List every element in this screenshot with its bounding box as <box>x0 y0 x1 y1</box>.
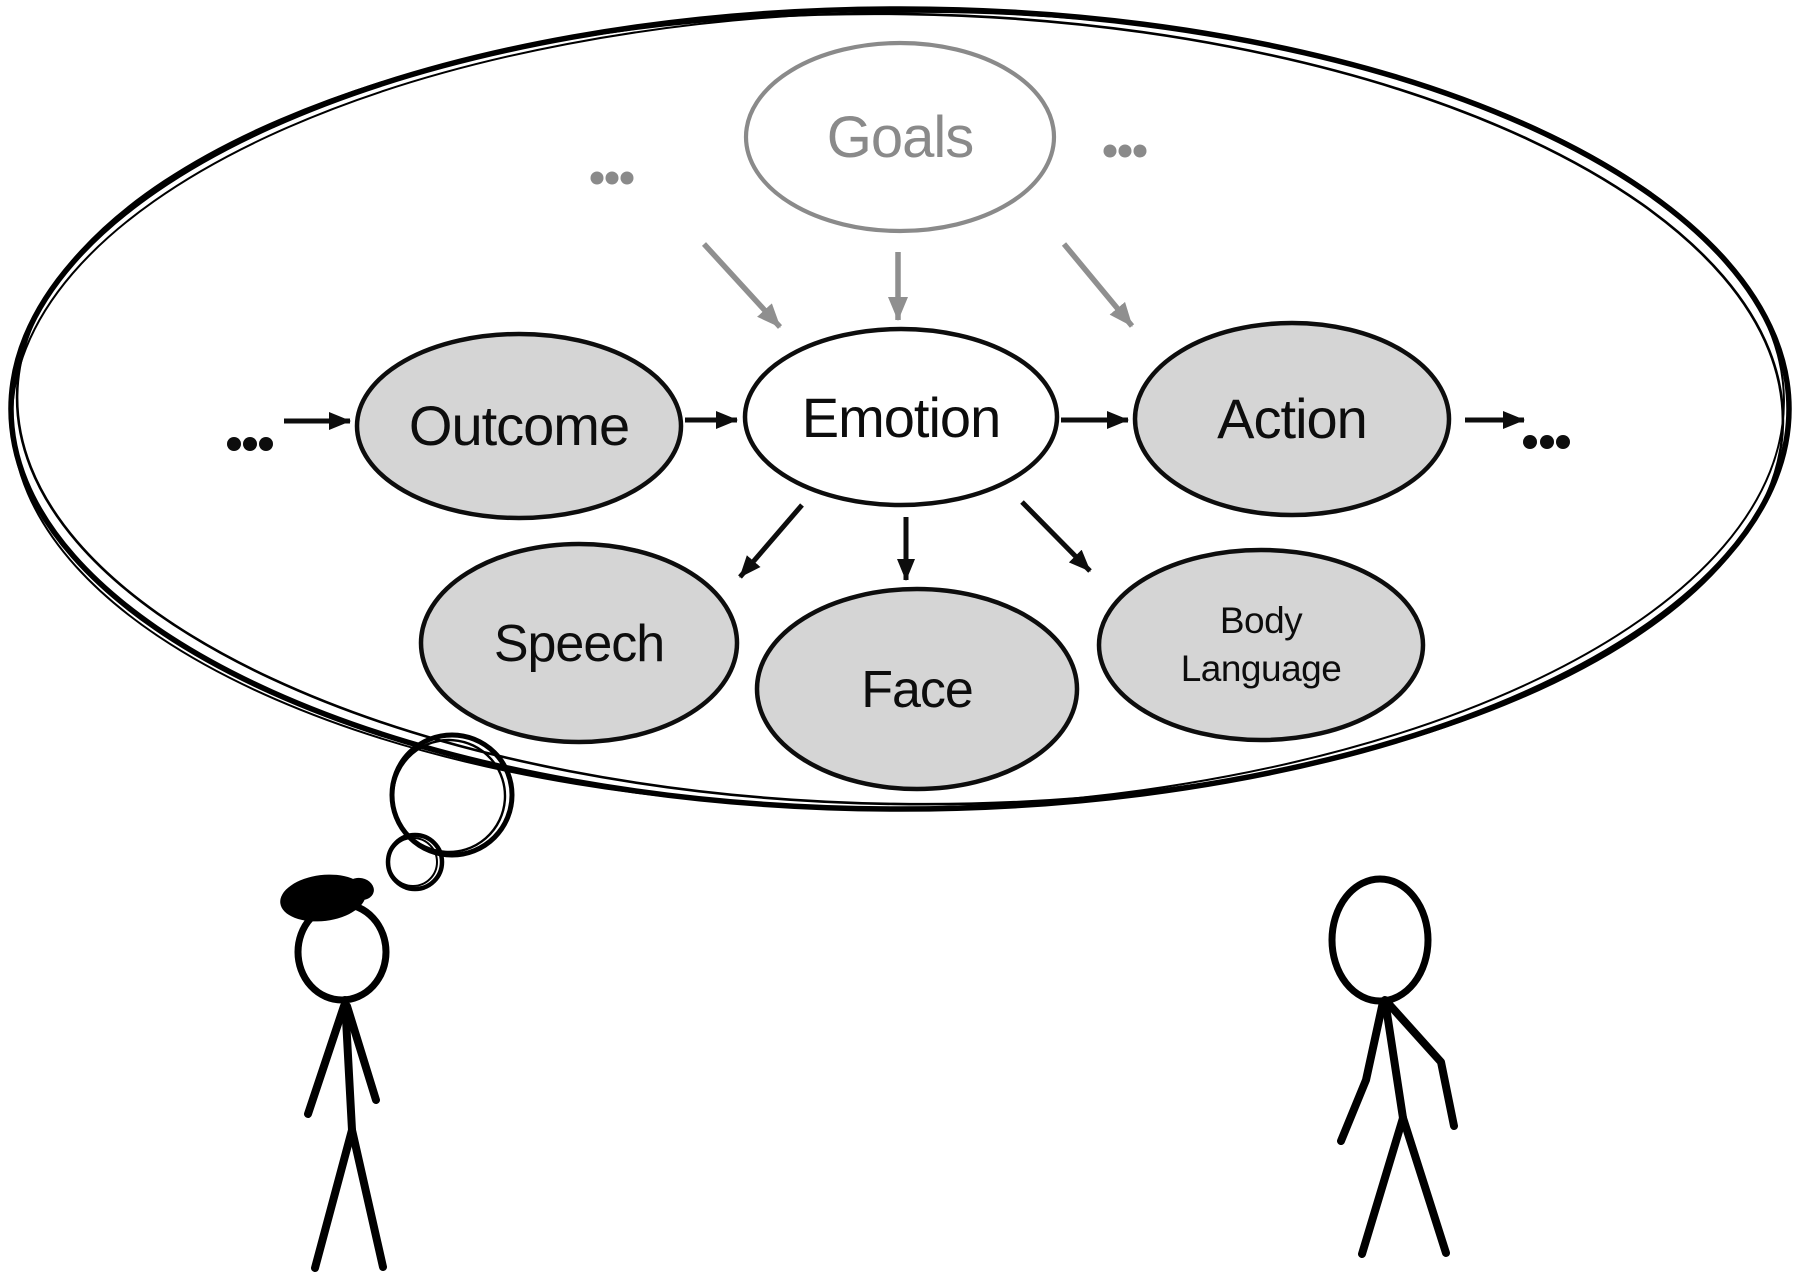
stick-figure-right-torso <box>1381 996 1407 1122</box>
stick-figure-right-leg-right <box>1399 1114 1450 1257</box>
face-label: Face <box>861 661 973 719</box>
speech-ellipse <box>418 541 740 745</box>
chain-ellipsis-left <box>227 437 273 451</box>
stick-figure-right-arm-left <box>1337 998 1387 1145</box>
emotion-ellipse <box>742 326 1060 508</box>
action-label: Action <box>1217 387 1367 450</box>
speech-node: Speech <box>418 541 740 745</box>
stick-figure-left-torso <box>341 996 356 1134</box>
stick-figure-left-arm-right <box>343 1002 380 1104</box>
body-language-node: Body Language <box>1096 547 1426 743</box>
goals-node: Goals <box>743 40 1057 234</box>
thought-bubble-circle-small <box>385 832 445 892</box>
action-node: Action <box>1132 320 1452 518</box>
face-ellipse <box>754 586 1080 792</box>
speech-label: Speech <box>494 615 664 673</box>
gray-ellipsis-left <box>590 171 634 185</box>
emotion-node: Emotion <box>742 326 1060 508</box>
outcome-label: Outcome <box>409 394 629 457</box>
body-language-label-line2: Language <box>1181 648 1342 689</box>
stick-figure-left-leg-left <box>311 1126 356 1272</box>
stick-figure-left-arm-left <box>304 1002 348 1118</box>
goals-ellipse <box>743 40 1057 234</box>
goals-label: Goals <box>827 105 974 170</box>
stick-figure-left-leg-right <box>348 1126 387 1271</box>
stick-figure-right <box>1328 875 1458 1258</box>
body-language-label-line1: Body <box>1220 600 1303 641</box>
chain-ellipsis-right <box>1523 435 1570 449</box>
outcome-node: Outcome <box>354 331 684 521</box>
gray-ellipsis-right <box>1103 144 1147 158</box>
face-node: Face <box>754 586 1080 792</box>
outcome-ellipse <box>354 331 684 521</box>
arrow-emotion-to-speech <box>738 503 804 579</box>
stick-figure-right-leg-left <box>1358 1114 1407 1258</box>
stick-figure-right-arm-right <box>1383 998 1458 1130</box>
arrow-emotion-to-body-language <box>1020 500 1092 573</box>
action-ellipse <box>1132 320 1452 518</box>
stick-figure-left-hair <box>280 874 374 922</box>
emotion-label: Emotion <box>802 386 1000 449</box>
arrow-goals-to-emotion-left <box>701 242 783 329</box>
stick-figure-right-head <box>1328 875 1432 1005</box>
body-language-ellipse <box>1096 547 1426 743</box>
stick-figure-left <box>280 874 390 1272</box>
arrow-goals-to-emotion-right <box>1061 242 1135 328</box>
thought-bubble-circle-large <box>389 732 515 858</box>
thought-bubble-outline <box>8 6 1792 812</box>
